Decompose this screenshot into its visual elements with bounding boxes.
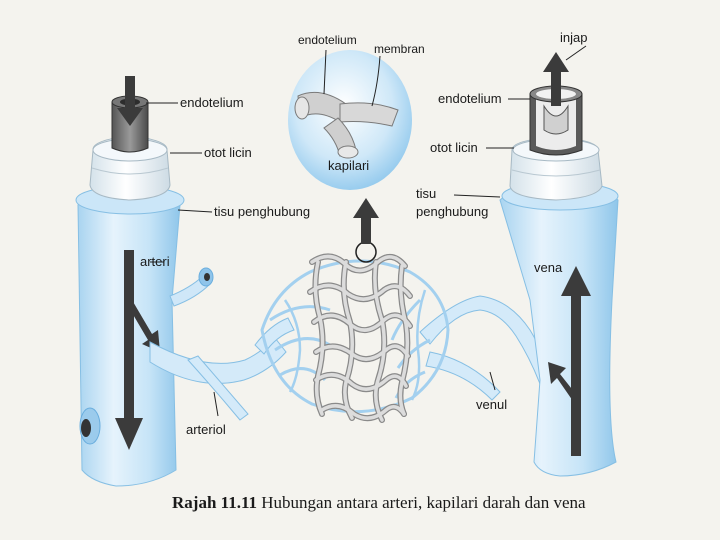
label-arteriole: arteriol xyxy=(186,422,226,437)
label-capillary-endothelium: endotelium xyxy=(298,33,357,47)
figure-caption-text: Hubungan antara arteri, kapilari darah d… xyxy=(257,493,586,512)
label-artery-smooth-muscle: otot licin xyxy=(204,145,252,160)
capillary-magnifier-ring xyxy=(356,242,376,262)
label-vein-endothelium: endotelium xyxy=(438,91,502,106)
label-artery-connective-tissue: tisu penghubung xyxy=(214,204,310,219)
label-artery-endothelium: endotelium xyxy=(180,95,244,110)
label-capillary: kapilari xyxy=(328,158,369,173)
figure-caption: Rajah 11.11 Hubungan antara arteri, kapi… xyxy=(172,493,712,513)
label-vein-connective-tissue-2: penghubung xyxy=(416,204,488,219)
label-artery: arteri xyxy=(140,254,170,269)
figure-number: Rajah 11.11 xyxy=(172,493,257,512)
label-vein-connective-tissue-1: tisu xyxy=(416,186,436,201)
label-capillary-membrane: membran xyxy=(374,42,425,56)
capillary-bed xyxy=(262,198,448,420)
artery-flow-arrow-shaft xyxy=(124,250,134,420)
label-vein-smooth-muscle: otot licin xyxy=(430,140,478,155)
label-vein: vena xyxy=(534,260,563,275)
capillary-zoom-arrow xyxy=(353,198,379,244)
label-venule: venul xyxy=(476,397,507,412)
label-vein-valve: injap xyxy=(560,30,587,45)
